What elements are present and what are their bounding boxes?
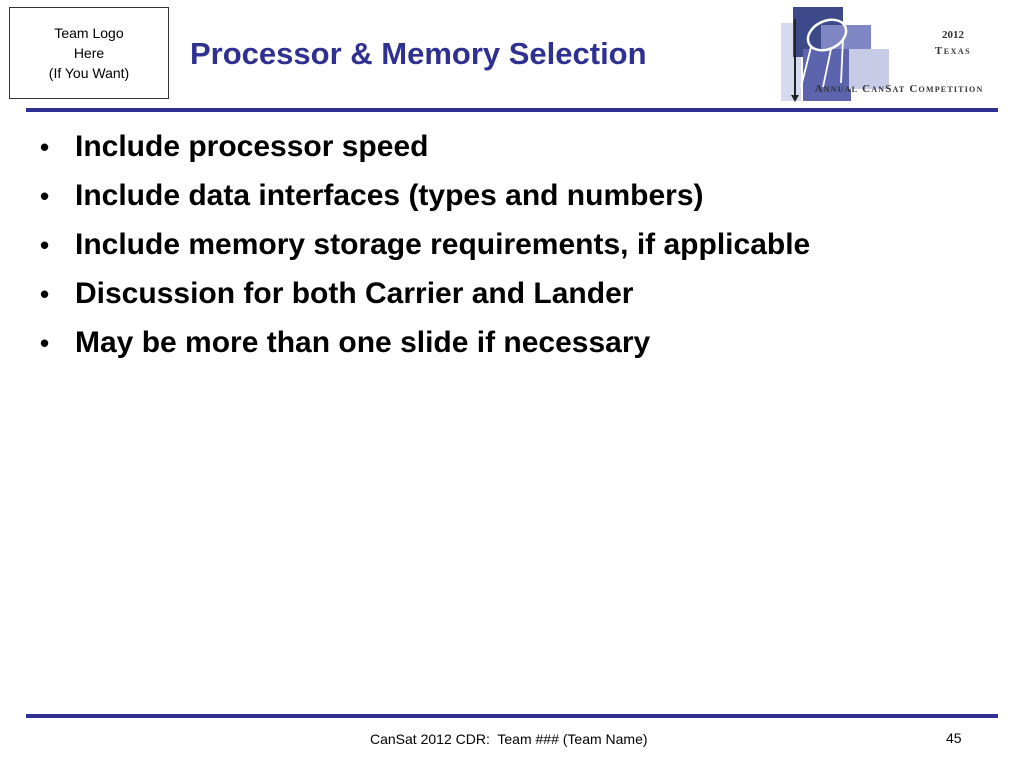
bullet-item: • May be more than one slide if necessary xyxy=(40,321,810,370)
header-divider xyxy=(26,108,998,112)
bullet-icon: • xyxy=(40,132,50,162)
slide-title: Processor & Memory Selection xyxy=(190,36,647,71)
bullet-item: • Include data interfaces (types and numb… xyxy=(40,174,810,223)
footer-divider xyxy=(26,714,998,718)
cansat-competition-logo: 2012 Texas Annual CanSat Competition xyxy=(781,7,984,102)
bullet-list: • Include processor speed • Include data i… xyxy=(40,125,810,370)
page-number: 45 xyxy=(946,730,962,746)
bullet-text: May be more than one slide if necessary xyxy=(75,326,651,359)
team-logo-placeholder: Team Logo Here (If You Want) xyxy=(9,7,169,99)
bullet-item: • Discussion for both Carrier and Lander xyxy=(40,272,810,321)
bullet-icon: • xyxy=(40,181,50,211)
bullet-item: • Include processor speed xyxy=(40,125,810,174)
competition-name: Annual CanSat Competition xyxy=(815,83,984,95)
bullet-icon: • xyxy=(40,279,50,309)
bullet-text: Discussion for both Carrier and Lander xyxy=(75,277,634,310)
bullet-icon: • xyxy=(40,328,50,358)
bullet-text: Include data interfaces (types and numbe… xyxy=(75,179,704,212)
logo-placeholder-line2: Here xyxy=(73,45,105,61)
logo-placeholder-line3: (If You Want) xyxy=(48,65,130,81)
logo-placeholder-line1: Team Logo xyxy=(54,25,124,41)
competition-year: 2012 xyxy=(942,29,965,41)
bullet-item: • Include memory storage requirements, if… xyxy=(40,223,810,272)
bullet-icon: • xyxy=(40,230,50,260)
competition-state: Texas xyxy=(935,45,971,57)
bullet-text: Include processor speed xyxy=(75,130,429,163)
footer-text: CanSat 2012 CDR: Team ### (Team Name) xyxy=(370,731,648,747)
bullet-text: Include memory storage requirements, if … xyxy=(75,228,811,261)
